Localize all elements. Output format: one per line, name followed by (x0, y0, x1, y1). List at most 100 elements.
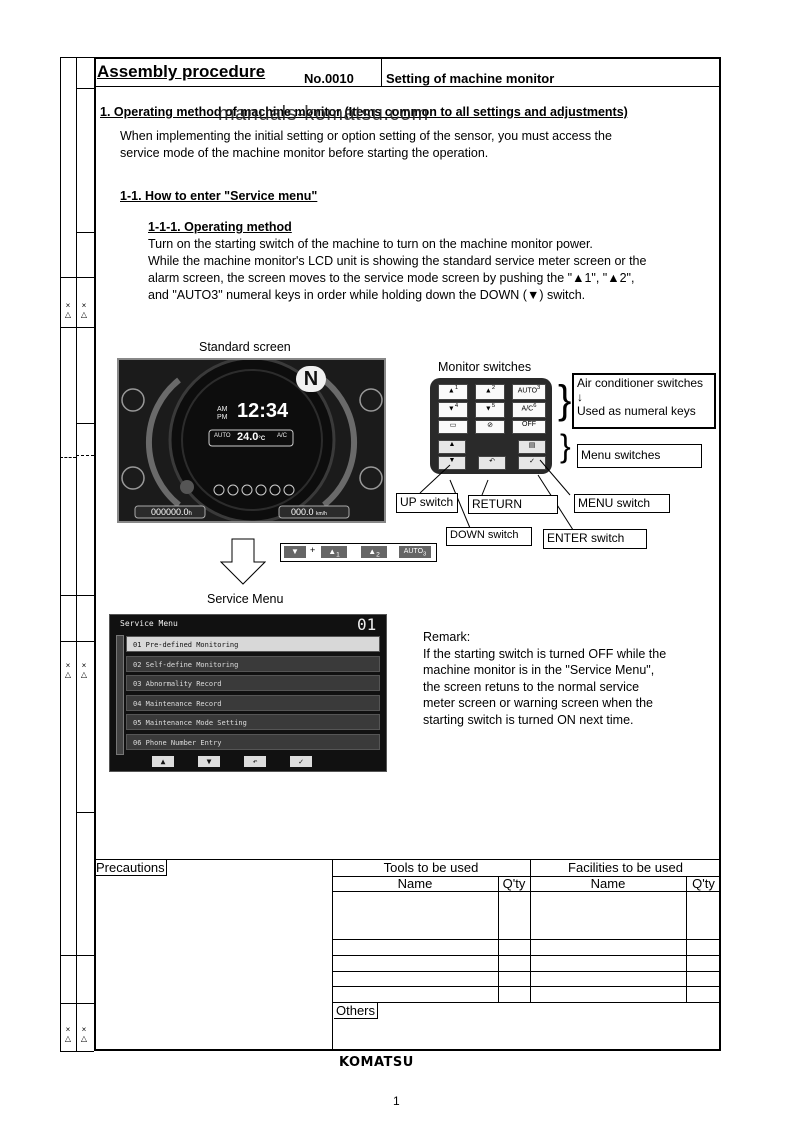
remark-title: Remark: (423, 630, 471, 644)
revision-mark: ×△ (80, 1025, 88, 1043)
revision-mark: ×△ (64, 1025, 72, 1043)
down-switch-callout: DOWN switch (446, 527, 532, 546)
up-softkey[interactable]: ▲ (152, 756, 174, 767)
enter-softkey[interactable]: ✓ (290, 756, 312, 767)
remark-line: machine monitor is in the "Service Menu"… (423, 663, 655, 677)
instruction-line: While the machine monitor's LCD unit is … (148, 254, 647, 268)
page-number: 1 (393, 1094, 400, 1108)
down-switch[interactable]: ▼ (438, 456, 466, 470)
header-divider (381, 57, 382, 86)
monitor-switch-panel: ▲1 ▲2 AUTO3 ▼4 ▼5 A/C6 ▭ ⊘ OFF ▲ ▼ ↶ ▤ ✓ (430, 378, 552, 474)
menu-item-abnormality-record[interactable]: 03 Abnormality Record (126, 675, 380, 691)
return-softkey[interactable]: ↶ (244, 756, 266, 767)
standard-screen-label: Standard screen (199, 340, 291, 354)
down-softkey[interactable]: ▼ (198, 756, 220, 767)
return-switch[interactable]: ↶ (478, 456, 506, 470)
mode-key[interactable]: ▭ (438, 420, 468, 434)
monitor-switches-label: Monitor switches (438, 360, 532, 374)
defroster-key[interactable]: ⊘ (475, 420, 505, 434)
remark-line: If the starting switch is turned OFF whi… (423, 647, 667, 661)
komatsu-logo: KOMATSU (339, 1055, 414, 1070)
menu-item-self-define-monitoring[interactable]: 02 Self-define Monitoring (126, 656, 380, 672)
aircon-callout: Air conditioner switches ↓ Used as numer… (572, 373, 716, 429)
key-sequence: ▼ + ▲1 ▲2 AUTO3 (280, 543, 437, 562)
cabin-temp: 24.0°C (237, 431, 266, 443)
enter-switch[interactable]: ✓ (518, 456, 546, 470)
section-1-1-1-heading: 1-1-1. Operating method (148, 220, 292, 234)
up-1-key[interactable]: ▲1 (438, 384, 468, 400)
return-callout: RETURN (468, 495, 558, 514)
revision-mark: ×△ (64, 301, 72, 319)
menu-item-pre-defined-monitoring[interactable]: 01 Pre-defined Monitoring (126, 636, 380, 652)
remark-line: starting switch is turned ON next time. (423, 713, 634, 727)
section-1-body-line: service mode of the machine monitor befo… (120, 146, 489, 160)
table-rule (332, 955, 721, 956)
procedure-number: No.0010 (304, 71, 354, 86)
section-1-body-line: When implementing the initial setting or… (120, 129, 612, 143)
up-2-key[interactable]: ▲2 (475, 384, 505, 400)
others-header: Others (334, 1003, 379, 1019)
facilities-name-header: Name (590, 876, 626, 891)
precautions-header: Precautions (95, 860, 167, 876)
brace: } (560, 428, 571, 464)
revision-mark: ×△ (64, 661, 72, 679)
auto-3-key[interactable]: AUTO3 (512, 384, 546, 400)
remark-line: meter screen or warning screen when the (423, 696, 653, 710)
menu-item-maintenance-mode-setting[interactable]: 05 Maintenance Mode Setting (126, 714, 380, 730)
scrollbar[interactable] (116, 635, 124, 755)
gear-indicator: N (296, 366, 326, 392)
table-rule (530, 859, 531, 1002)
service-menu-screen: Service Menu 01 01 Pre-defined Monitorin… (109, 614, 387, 772)
auto-indicator: AUTO (214, 433, 231, 439)
ac-6-key[interactable]: A/C6 (512, 402, 546, 418)
remark-line: the screen retuns to the normal service (423, 680, 640, 694)
tools-name-header: Name (397, 876, 433, 891)
revision-sidebar: ×△ ×△ ×△ ×△ ×△ ×△ (60, 57, 94, 1052)
document-title: Assembly procedure (97, 62, 266, 81)
page-frame (94, 57, 721, 1051)
up-switch[interactable]: ▲ (438, 440, 466, 454)
up-switch-callout: UP switch (396, 493, 458, 513)
header-divider (94, 86, 721, 87)
table-rule (332, 876, 721, 877)
watermark: manuals-komatsu.com (218, 103, 429, 125)
table-rule (332, 939, 721, 940)
instruction-line: Turn on the starting switch of the machi… (148, 237, 593, 251)
section-1-1-heading: 1-1. How to enter "Service menu" (120, 189, 318, 203)
tools-header: Tools to be used (383, 860, 479, 875)
menu-item-maintenance-record[interactable]: 04 Maintenance Record (126, 695, 380, 711)
down-key-glyph: ▼ (284, 546, 306, 558)
up-2-key-glyph: ▲2 (361, 546, 387, 559)
down-4-key[interactable]: ▼4 (438, 402, 468, 418)
enter-switch-callout: ENTER switch (543, 529, 647, 549)
service-menu-title: Service Menu (120, 619, 178, 628)
facilities-qty-header: Q'ty (692, 876, 715, 891)
table-rule (332, 891, 721, 892)
auto-3-key-glyph: AUTO3 (399, 546, 431, 558)
instruction-line: and "AUTO3" numeral keys in order while … (148, 288, 586, 302)
menu-switch[interactable]: ▤ (518, 440, 546, 454)
speedometer: 000.0 km/h (291, 507, 327, 517)
service-menu-page: 01 (357, 615, 377, 634)
clock: 12:34 (237, 400, 289, 422)
revision-mark: ×△ (80, 661, 88, 679)
table-rule (332, 971, 721, 972)
tools-qty-header: Q'ty (502, 876, 526, 891)
procedure-subject: Setting of machine monitor (386, 71, 555, 86)
down-5-key[interactable]: ▼5 (475, 402, 505, 418)
instruction-line: alarm screen, the screen moves to the se… (148, 271, 635, 285)
menu-item-phone-number-entry[interactable]: 06 Phone Number Entry (126, 734, 380, 750)
brace: } (558, 378, 572, 422)
ac-indicator: A/C (277, 433, 288, 439)
plus-sign: + (310, 545, 316, 555)
off-key[interactable]: OFF (512, 420, 546, 434)
service-menu-label: Service Menu (207, 592, 284, 606)
down-arrow (220, 538, 266, 585)
facilities-header: Facilities to be used (568, 860, 683, 875)
table-rule (332, 1002, 721, 1003)
menu-switches-callout: Menu switches (577, 444, 702, 468)
menu-switch-callout: MENU switch (574, 494, 670, 513)
service-meter: 000000.0h (151, 507, 192, 517)
